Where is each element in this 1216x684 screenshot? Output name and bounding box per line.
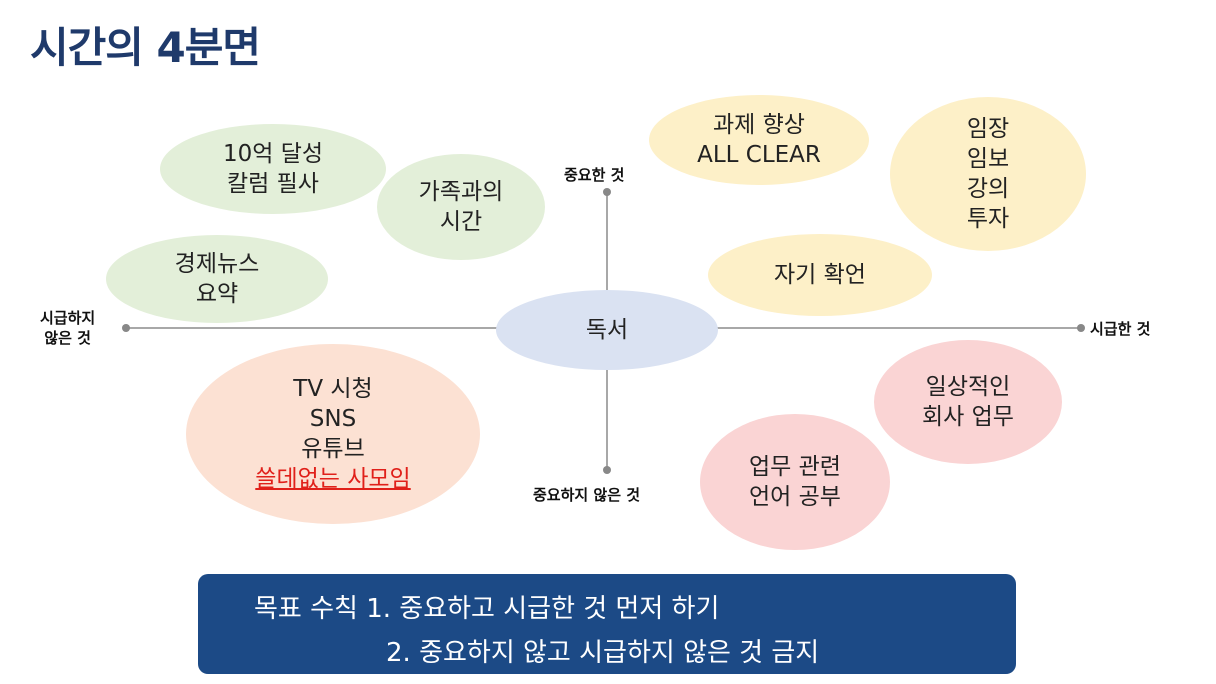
axis-end-dot-bottom <box>603 466 611 474</box>
axis-label-urgent: 시급한 것 <box>1090 320 1151 338</box>
goal-rule-1: 목표 수칙 1. 중요하고 시급한 것 먼저 하기 <box>254 594 720 624</box>
goal-rules-banner: 목표 수칙 1. 중요하고 시급한 것 먼저 하기 2. 중요하지 않고 시급하… <box>198 574 1016 674</box>
axis-end-dot-left <box>122 324 130 332</box>
axis-label-not-urgent: 시급하지 않은 것 <box>40 309 96 347</box>
bubble-investment: 임장 임보 강의 투자 <box>890 97 1086 251</box>
bubble-family: 가족과의 시간 <box>377 154 545 260</box>
bubble-language-study: 업무 관련 언어 공부 <box>700 414 890 550</box>
axis-end-dot-top <box>603 188 611 196</box>
bubble-leisure: TV 시청 SNS 유튜브 쓸데없는 사모임 <box>186 344 480 524</box>
bubble-reading: 독서 <box>496 290 718 370</box>
bubble-daily-work: 일상적인 회사 업무 <box>874 340 1062 464</box>
axis-label-important: 중요한 것 <box>564 166 625 184</box>
goal-rule-2: 2. 중요하지 않고 시급하지 않은 것 금지 <box>386 638 820 668</box>
bubble-self-affirmation: 자기 확언 <box>708 234 932 316</box>
bubble-news: 경제뉴스 요약 <box>106 235 328 323</box>
bubble-goal: 10억 달성 칼럼 필사 <box>160 124 386 214</box>
page-title: 시간의 4분면 <box>30 23 261 72</box>
axis-end-dot-right <box>1077 324 1085 332</box>
axis-label-not-important: 중요하지 않은 것 <box>533 486 641 504</box>
bubble-assignment: 과제 향상 ALL CLEAR <box>649 95 869 185</box>
